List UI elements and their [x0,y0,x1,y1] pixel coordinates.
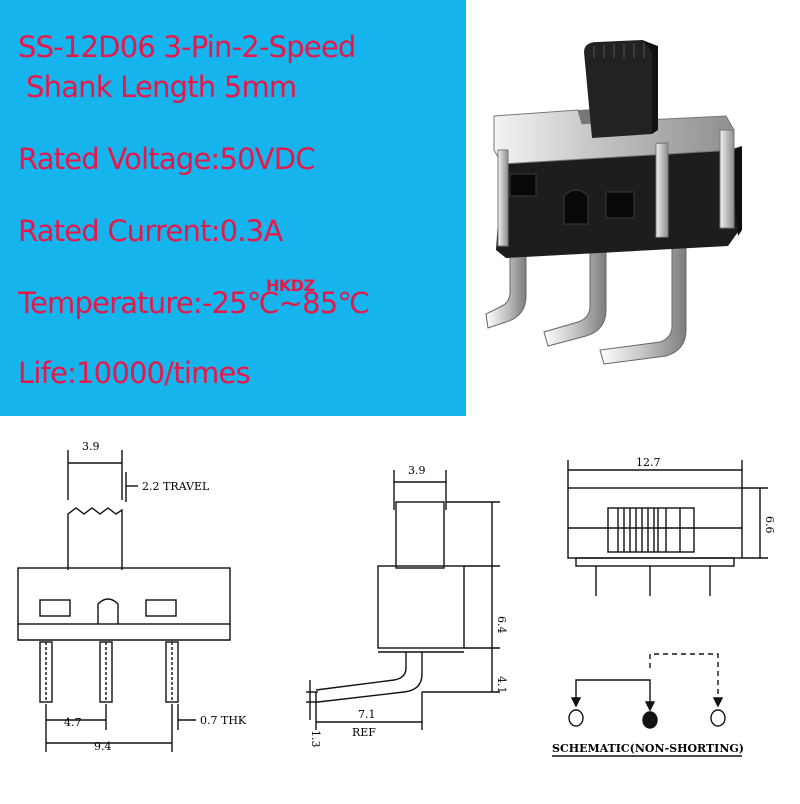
spec-panel: SS-12D06 3-Pin-2-Speed Shank Length 5mm … [0,0,466,416]
watermark-logo: HKDZ [266,276,315,295]
spec-life: Life:10000/times [18,356,251,390]
switch-pins [485,239,687,365]
front-dim-travel: 2.2 TRAVEL [142,480,210,493]
front-dim-pitch: 4.7 [64,716,82,729]
front-dim-width: 3.9 [82,440,100,453]
product-photo [466,0,800,416]
side-dim-height: 6.4 [495,616,508,634]
top-view-drawing: 12.7 6.6 SCHEMATIC(NON-SHORTING) [546,430,796,800]
side-dim-ref: REF [352,726,376,739]
spec-rated-voltage: Rated Voltage:50VDC [18,142,316,176]
front-dim-total: 9.4 [94,740,112,753]
front-dim-thickness: 0.7 THK [200,714,247,727]
front-view-drawing: 3.9 2.2 TRAVEL 4.7 0.7 THK 9.4 [0,430,260,800]
switch-actuator [584,40,658,138]
top-dim-length: 12.7 [636,456,661,469]
top-dim-height: 6.6 [763,516,776,534]
slide-switch-image [485,40,742,365]
side-dim-bend: 1.3 [309,730,322,748]
side-dim-width: 3.9 [408,464,426,477]
spec-title: SS-12D06 3-Pin-2-Speed [18,30,356,64]
schematic-label: SCHEMATIC(NON-SHORTING) [552,742,744,755]
spec-rated-current: Rated Current:0.3A [18,214,283,248]
side-view-drawing: 3.9 6.4 4.1 1.3 7.1 REF [296,430,526,800]
side-dim-pin-drop: 4.1 [495,676,508,694]
side-dim-length: 7.1 [358,708,376,721]
schematic-diagram [552,653,742,757]
spec-temperature: Temperature:-25℃~85℃ [18,286,370,320]
spec-shank-length: Shank Length 5mm [26,70,297,104]
